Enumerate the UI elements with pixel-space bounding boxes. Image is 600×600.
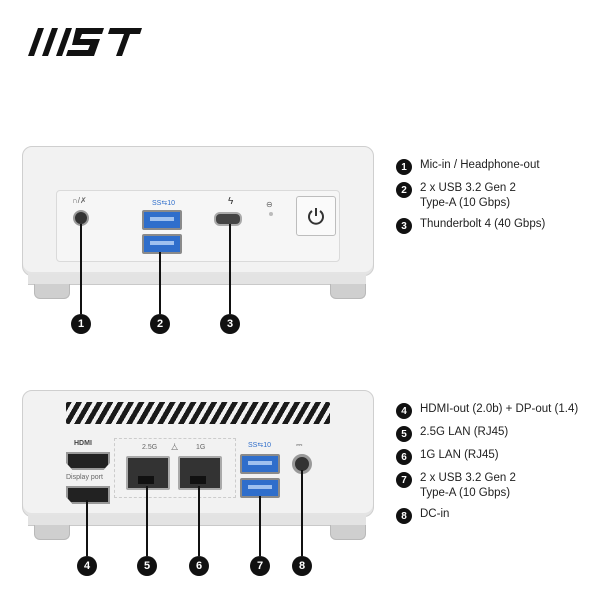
network-icon: ⧊ xyxy=(171,443,179,452)
marker-line-6 xyxy=(198,486,200,556)
front-panel-face xyxy=(56,190,340,262)
back-foot-left xyxy=(34,525,70,540)
marker-6: 6 xyxy=(189,556,209,576)
lan-1g-port[interactable] xyxy=(178,456,222,490)
legend-text: HDMI-out (2.0b) + DP-out (1.4) xyxy=(420,403,579,415)
marker-1: 1 xyxy=(71,314,91,334)
legend-item: 8 DC-in xyxy=(396,507,596,524)
usb-a-port-back-1[interactable] xyxy=(240,454,280,474)
hdmi-label: HDMI xyxy=(74,440,92,447)
marker-5: 5 xyxy=(137,556,157,576)
hdmi-port[interactable] xyxy=(66,452,110,470)
legend-badge: 7 xyxy=(396,472,412,488)
displayport-label: Display port xyxy=(66,474,103,481)
back-panel-bottom xyxy=(28,515,366,526)
marker-line-2 xyxy=(159,252,161,314)
legend-item: 1 Mic-in / Headphone-out xyxy=(396,158,596,175)
marker-3: 3 xyxy=(220,314,240,334)
lan-section xyxy=(114,438,236,498)
legend-badge: 4 xyxy=(396,403,412,419)
marker-7: 7 xyxy=(250,556,270,576)
legend-text: 1G LAN (RJ45) xyxy=(420,449,499,461)
lan-1g-label: 1G xyxy=(196,444,206,451)
legend-badge: 6 xyxy=(396,449,412,465)
thunderbolt-icon: ϟ xyxy=(228,196,234,207)
usb-ss-icon: SS⇆10 xyxy=(248,442,271,449)
status-led xyxy=(269,212,273,216)
legend-text: 2 x USB 3.2 Gen 2 Type-A (10 Gbps) xyxy=(420,472,516,499)
drive-led-icon: ⊖ xyxy=(266,200,273,209)
front-foot-left xyxy=(34,284,70,299)
headset-mic-icon: ∩/✗ xyxy=(72,196,87,205)
legend-badge: 1 xyxy=(396,159,412,175)
front-panel-bottom xyxy=(28,274,366,285)
legend-text: Mic-in / Headphone-out xyxy=(420,159,540,171)
front-foot-right xyxy=(330,284,366,299)
back-foot-right xyxy=(330,525,366,540)
lan-2.5g-port[interactable] xyxy=(126,456,170,490)
power-icon xyxy=(308,208,324,225)
legend-badge: 8 xyxy=(396,508,412,524)
marker-8: 8 xyxy=(292,556,312,576)
marker-line-8 xyxy=(301,470,303,556)
legend-item: 2 2 x USB 3.2 Gen 2 Type-A (10 Gbps) xyxy=(396,181,596,211)
msi-logo xyxy=(28,28,142,56)
legend-item: 3 Thunderbolt 4 (40 Gbps) xyxy=(396,217,596,234)
back-legend: 4 HDMI-out (2.0b) + DP-out (1.4) 5 2.5G … xyxy=(396,402,596,530)
marker-line-5 xyxy=(146,486,148,556)
marker-line-3 xyxy=(229,224,231,314)
legend-text: 2 x USB 3.2 Gen 2 Type-A (10 Gbps) xyxy=(420,182,516,209)
marker-line-7 xyxy=(259,496,261,556)
legend-badge: 2 xyxy=(396,182,412,198)
marker-4: 4 xyxy=(77,556,97,576)
lan-2.5g-label: 2.5G xyxy=(142,444,158,451)
thunderbolt-port[interactable] xyxy=(214,212,242,226)
power-button[interactable] xyxy=(296,196,336,236)
legend-text: Thunderbolt 4 (40 Gbps) xyxy=(420,218,546,230)
usb-ss-icon: SS⇆10 xyxy=(152,200,175,207)
legend-badge: 5 xyxy=(396,426,412,442)
legend-item: 4 HDMI-out (2.0b) + DP-out (1.4) xyxy=(396,402,596,419)
marker-line-4 xyxy=(86,500,88,556)
usb-a-port-front-1[interactable] xyxy=(142,210,182,230)
dc-symbol-icon: ⎓ xyxy=(296,440,303,449)
usb-a-port-back-2[interactable] xyxy=(240,478,280,498)
legend-item: 6 1G LAN (RJ45) xyxy=(396,448,596,465)
legend-badge: 3 xyxy=(396,218,412,234)
usb-a-port-front-2[interactable] xyxy=(142,234,182,254)
air-vent xyxy=(66,402,330,424)
marker-line-1 xyxy=(80,224,82,314)
front-legend: 1 Mic-in / Headphone-out 2 2 x USB 3.2 G… xyxy=(396,158,596,240)
legend-text: DC-in xyxy=(420,508,450,520)
marker-2: 2 xyxy=(150,314,170,334)
legend-item: 7 2 x USB 3.2 Gen 2 Type-A (10 Gbps) xyxy=(396,471,596,501)
legend-text: 2.5G LAN (RJ45) xyxy=(420,426,509,438)
legend-item: 5 2.5G LAN (RJ45) xyxy=(396,425,596,442)
displayport-port[interactable] xyxy=(66,486,110,504)
